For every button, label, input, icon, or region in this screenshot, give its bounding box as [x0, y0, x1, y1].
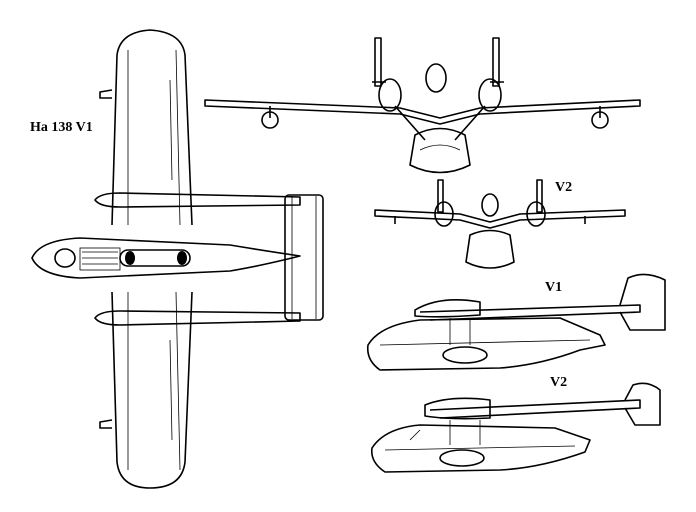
plan-boom-lower [94, 310, 301, 326]
side-view-v2 [370, 382, 661, 473]
plan-wing [111, 29, 193, 489]
title-label: Ha 138 V1 [30, 120, 93, 135]
front-view-v2 [374, 179, 626, 269]
plan-view [31, 29, 324, 489]
front-view-v1 [204, 37, 641, 174]
plan-boom-upper [94, 192, 301, 208]
side-v2-label: V2 [550, 375, 568, 390]
side-view-v1 [366, 273, 666, 371]
side-v1-label: V1 [545, 280, 563, 295]
front-v2-label: V2 [555, 180, 573, 195]
plan-fuselage [31, 237, 301, 279]
plan-tailplane [284, 194, 324, 321]
